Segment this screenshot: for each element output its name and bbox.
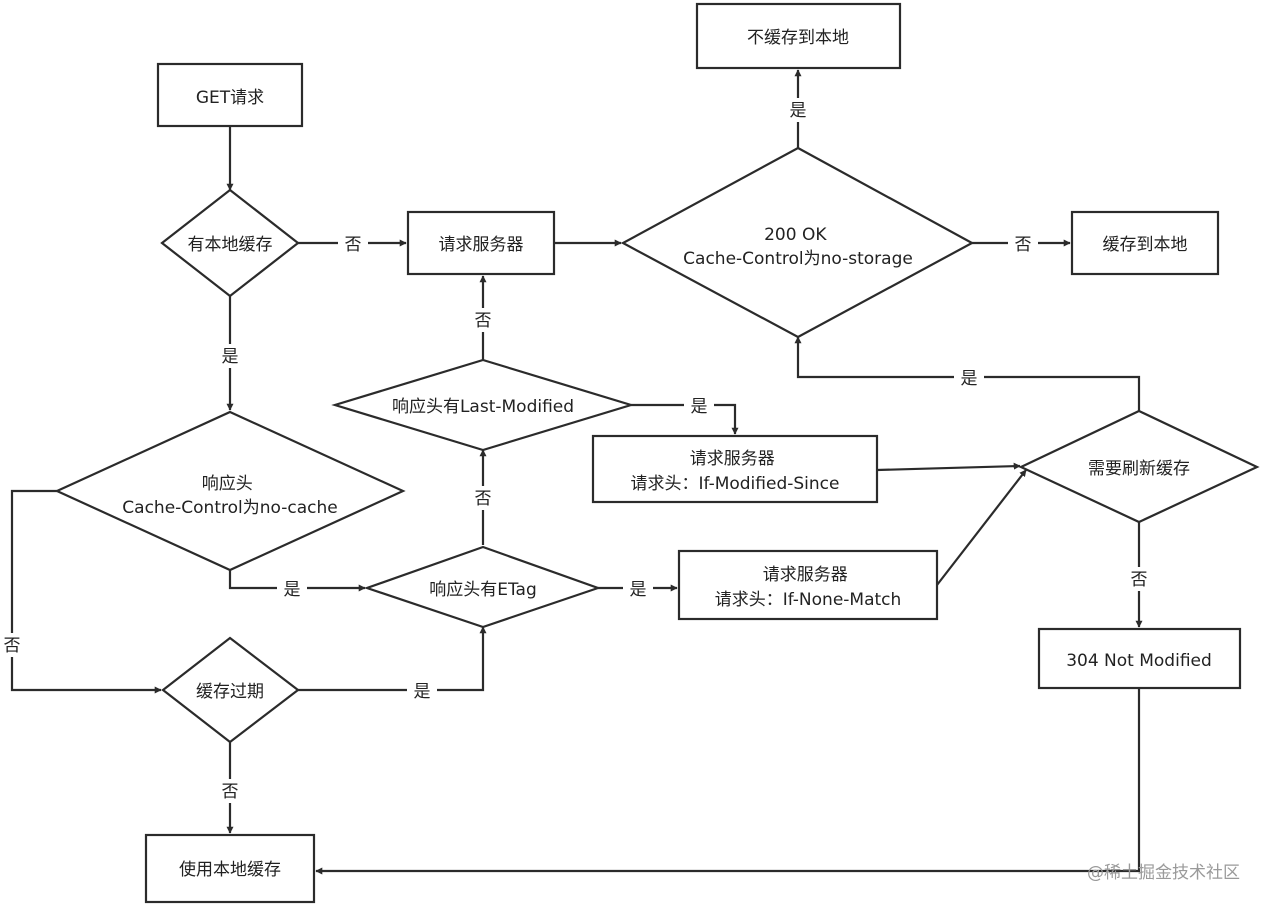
label-refresh-no: 否 [1131,570,1148,590]
label-refresh-yes: 是 [961,369,978,389]
label-last-modified-no: 否 [475,311,492,331]
watermark: @稀土掘金技术社区 [1087,863,1240,883]
edge-if-modified-since-to-refresh [876,462,1021,472]
node-has-etag-text: 响应头有ETag [429,580,537,600]
edge-no-cache-to-etag [228,570,366,592]
node-response-no-cache-text: 响应头 Cache-Control为no-cache [122,474,337,518]
node-has-local-cache-text: 有本地缓存 [188,235,273,255]
node-200-no-storage: 200 OK Cache-Control为no-storage [620,146,975,339]
label-last-modified-yes: 是 [691,397,708,417]
node-304-not-modified-text: 304 Not Modified [1066,651,1212,671]
edge-labels: 否 是 是 否 否 是 否 是 是 否 是 否 是 否 [0,98,1155,803]
label-has-cache-no: 否 [345,235,362,255]
node-get-request: GET请求 [156,62,304,128]
label-has-cache-yes: 是 [222,347,239,367]
node-use-local-cache-text: 使用本地缓存 [179,859,281,880]
node-request-if-none-match-text: 请求服务器 请求头：If-None-Match [715,565,902,610]
label-no-storage-yes: 是 [790,101,807,121]
node-has-last-modified: 响应头有Last-Modified [331,358,635,452]
node-has-local-cache: 有本地缓存 [160,188,300,298]
node-200-no-storage-text: 200 OK Cache-Control为no-storage [683,225,913,269]
label-no-storage-no: 否 [1015,235,1032,255]
node-has-etag: 响应头有ETag [363,545,602,629]
node-cache-expired-text: 缓存过期 [196,682,264,702]
edge-expired-to-etag [298,626,487,692]
node-response-no-cache: 响应头 Cache-Control为no-cache [54,410,406,572]
node-has-last-modified-text: 响应头有Last-Modified [392,397,574,417]
label-no-cache-no: 否 [4,636,21,656]
node-cache-to-local: 缓存到本地 [1070,210,1220,276]
edge-if-none-match-to-refresh [936,469,1027,586]
node-no-cache-to-local-text: 不缓存到本地 [747,28,849,48]
edge-no-cache-to-expired [10,489,162,694]
node-304-not-modified: 304 Not Modified [1037,627,1242,690]
node-request-server-top: 请求服务器 [406,210,556,276]
node-cache-to-local-text: 缓存到本地 [1103,235,1188,255]
node-request-if-modified-since-text: 请求服务器 请求头：If-Modified-Since [631,449,840,494]
node-use-local-cache: 使用本地缓存 [144,833,316,904]
label-etag-no: 否 [475,489,492,509]
label-expired-yes: 是 [414,682,431,702]
node-request-if-modified-since: 请求服务器 请求头：If-Modified-Since [591,434,879,504]
label-expired-no: 否 [222,782,239,802]
node-cache-expired: 缓存过期 [161,636,300,744]
node-request-if-none-match: 请求服务器 请求头：If-None-Match [677,549,939,621]
label-no-cache-yes: 是 [284,580,301,600]
node-no-cache-to-local: 不缓存到本地 [695,2,902,70]
node-need-refresh-cache: 需要刷新缓存 [1018,409,1260,524]
node-request-server-top-text: 请求服务器 [439,235,524,255]
nodes: GET请求 有本地缓存 请求服务器 不缓存到本地 200 OK [54,2,1260,904]
node-get-request-text: GET请求 [196,88,264,108]
label-etag-yes: 是 [630,580,647,600]
edge-304-to-use-local [315,688,1141,875]
node-need-refresh-cache-text: 需要刷新缓存 [1088,459,1190,479]
edge-last-modified-to-if-modified-since [631,403,739,435]
